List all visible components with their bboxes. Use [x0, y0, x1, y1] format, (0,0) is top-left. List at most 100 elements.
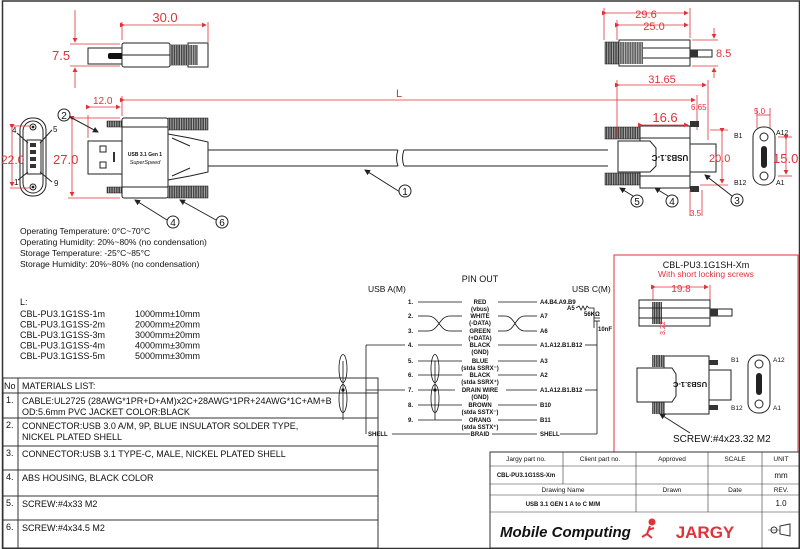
pinout-row: 7.DRAIN WIRE(GND)A1.A12.B1.B12	[366, 388, 597, 401]
face-a-pin-4: 4	[12, 126, 17, 135]
length-value: 1000mm±10mm	[135, 309, 200, 319]
jargy-logo: JARGY	[676, 523, 735, 542]
length-value: 4000mm±30mm	[135, 341, 200, 351]
materials-no: 5.	[6, 498, 14, 508]
length-part: CBL-PU3.1G1SS-5m	[20, 351, 105, 361]
inset-screw-note: SCREW:#4x23.32 M2	[673, 434, 771, 445]
inset-short-screws: CBL-PU3.1G1SH-Xm With short locking scre…	[613, 254, 799, 453]
materials-no: 4.	[6, 472, 14, 482]
mobile-computing-logo: Mobile Computing	[500, 524, 631, 541]
usb-a-plug-view: USB 3.1 Gen 1 SuperSpeed 12.0 27.0	[53, 96, 209, 199]
usb-c-pin: A7	[540, 314, 548, 320]
length-value: 2000mm±20mm	[135, 320, 200, 330]
approved-label: Approved	[658, 456, 686, 463]
drawing-name-value: USB 3.1 GEN 1 A to C M/M	[526, 502, 601, 508]
usb-a-face-view: 4 5 1 9 22.0	[1, 117, 59, 197]
usb-c-pin: A1.A12.B1.B12	[540, 343, 583, 349]
face-c-pin-a1: A1	[776, 180, 785, 187]
balloons: 2 1 4 6 5 4 3	[57, 108, 744, 229]
resistor-label: A5	[567, 306, 575, 312]
materials-row: 3.CONNECTOR:USB 3.1 TYPE-C, MALE, NICKEL…	[3, 445, 378, 459]
unit-label: UNIT	[773, 456, 788, 463]
materials-row: 6.SCREW:#4x34.5 M2	[3, 519, 378, 533]
unit-value: mm	[774, 471, 788, 480]
wire-name: BLACK	[470, 373, 492, 379]
inset-dim-length: 19.8	[671, 284, 691, 295]
dim-c-side-total: 29.6	[635, 9, 656, 21]
wire-signal: (stda SSTX⁺)	[462, 424, 499, 431]
pinout-row: 9. ORANG(stda SSTX⁺) B11	[408, 418, 551, 431]
drawn-label: Drawn	[663, 487, 682, 494]
length-value: 3000mm±20mm	[135, 330, 200, 340]
jargy-part-label: Jargy part no.	[506, 456, 546, 463]
usb-a-side-view: 30.0 7.5	[52, 10, 209, 88]
usb-a-pin: 5.	[408, 359, 413, 365]
spec-line: Operating Humidity: 20%~80% (no condensa…	[20, 237, 207, 247]
materials-header: MATERIALS LIST:	[22, 381, 95, 391]
inset-title: CBL-PU3.1G1SH-Xm	[663, 260, 750, 270]
materials-desc: SCREW:#4x33 M2	[22, 499, 97, 509]
pinout-row: 5.BLUE(stda SSRX⁻)A3	[408, 359, 548, 372]
spec-line: Storage Humidity: 20%~80% (no condensati…	[20, 259, 199, 269]
wire-name: ORANG	[469, 418, 492, 424]
dim-c-total: 31.65	[648, 74, 676, 86]
dim-cable-length: L	[396, 88, 402, 100]
pinout-row: 4.BLACK(GND)A1.A12.B1.B12	[366, 343, 597, 356]
twisted-pair	[427, 315, 451, 332]
materials-row: 5. SCREW:#4x33 M2	[3, 495, 378, 509]
inset-subtitle: With short locking screws	[658, 269, 754, 279]
client-part-label: Client part no.	[580, 456, 621, 463]
face-c-pin-b12: B12	[734, 180, 747, 187]
dim-c-face-width: 5.0	[754, 107, 766, 116]
c-plug-label: USB3.1-C	[652, 153, 689, 162]
usb-c-pin: A6	[540, 329, 548, 335]
pinout-row: 1.RED(vbus)A4.B4.A9.B9	[408, 300, 576, 313]
balloon-6: 6	[219, 218, 225, 229]
balloon-1: 1	[402, 187, 408, 198]
pinout-title: PIN OUT	[462, 274, 499, 284]
pinout-left-title: USB A(M)	[368, 284, 406, 294]
dim-c-side-body: 25.0	[643, 21, 664, 33]
length-part: CBL-PU3.1G1SS-1m	[20, 309, 105, 319]
runner-icon	[641, 518, 656, 539]
usb-a-pin: 2.	[408, 314, 413, 320]
capacitor-label: 10nF	[598, 327, 612, 333]
materials-row: 2.CONNECTOR:USB 3.0 A/M, 9P, BLUE INSULA…	[3, 417, 378, 442]
usb-c-pin: B10	[540, 403, 552, 409]
materials-no: 6.	[6, 522, 14, 532]
usb-a-pin: 6.	[408, 373, 413, 379]
environment-specs: Operating Temperature: 0°C~70°C Operatin…	[20, 226, 207, 269]
length-part: CBL-PU3.1G1SS-3m	[20, 330, 105, 340]
twisted-pair	[504, 315, 526, 332]
rev-label: REV.	[774, 487, 789, 494]
pinout-row: 3.GREEN(+DATA)A6	[408, 329, 548, 342]
balloon-2: 2	[61, 111, 67, 122]
wire-signal: (GND)	[471, 350, 488, 356]
projection-symbol-icon	[768, 523, 791, 537]
dim-a-height: 27.0	[53, 152, 78, 167]
materials-no-header: No	[4, 381, 16, 391]
dim-a-tip: 12.0	[93, 96, 113, 107]
balloon-4-a: 4	[170, 218, 176, 229]
usb-c-face-view: 5.0 15.0 B1 A12 B12 A1	[734, 107, 798, 187]
materials-row: 4.ABS HOUSING, BLACK COLOR	[3, 469, 378, 483]
usb-a-pin: 8.	[408, 403, 413, 409]
materials-no: 3.	[6, 448, 14, 458]
usb-a-pin: 9.	[408, 418, 413, 424]
dim-c-tip: 6.65	[691, 103, 707, 112]
wire-name: DRAIN WIRE	[462, 388, 498, 394]
usb-c-pin: A1.A12.B1.B12	[540, 388, 583, 394]
usb-c-pin: B11	[540, 418, 551, 424]
plug-label-line1: USB 3.1 Gen 1	[128, 152, 162, 158]
materials-no: 1.	[6, 395, 14, 405]
dim-c-body: 16.6	[652, 110, 677, 125]
inset-pin-b12: B12	[731, 405, 743, 412]
usb-c-pin: A4.B4.A9.B9	[540, 300, 576, 306]
dim-side-a-length: 30.0	[152, 10, 177, 25]
usb-c-side-view: 29.6 25.0 8.5	[602, 8, 731, 78]
usb-c-pin: SHELL	[540, 432, 560, 438]
dim-a-face-height: 22.0	[1, 153, 25, 167]
wire-name: BLACK	[470, 343, 492, 349]
